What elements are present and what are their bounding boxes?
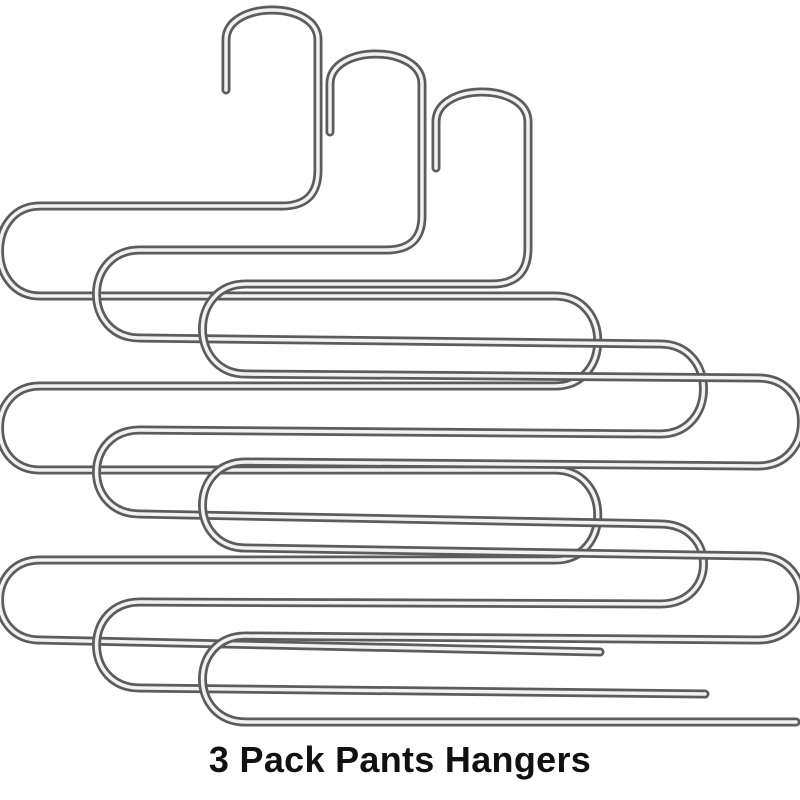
hanger-c <box>203 92 800 722</box>
product-photo <box>0 0 800 730</box>
product-caption: 3 Pack Pants Hangers <box>208 739 592 780</box>
